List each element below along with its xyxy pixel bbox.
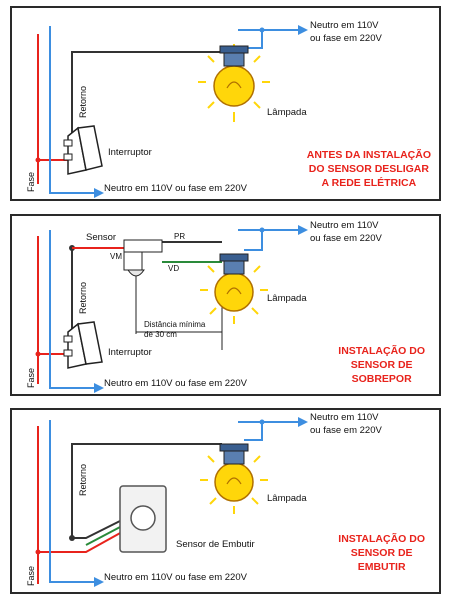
light-switch-icon (63, 321, 103, 369)
wiring-diagram-3 (35, 417, 308, 587)
light-bulb-icon (198, 44, 270, 122)
return-wire-label: Retorno (78, 85, 88, 118)
return-wire-label: Retorno (78, 281, 88, 314)
lamp-label: Lâmpada (267, 493, 307, 504)
lamp-label: Lâmpada (267, 293, 307, 304)
wiring-diagram-2 (35, 225, 308, 393)
phase-wire-label: Fase (26, 171, 36, 192)
sensor-label: Sensor (86, 232, 117, 243)
surface-motion-sensor-icon (123, 239, 163, 334)
pr-wire-label: PR (174, 232, 186, 241)
light-bulb-icon (200, 443, 268, 514)
lamp-label: Lâmpada (267, 107, 307, 118)
light-switch-icon (63, 125, 103, 175)
phase-wire-label: Fase (26, 367, 36, 388)
light-bulb-icon (200, 253, 268, 324)
embedded-sensor-label: Sensor de Embutir (176, 539, 255, 550)
switch-label: Interruptor (108, 347, 152, 358)
phase-wire-label: Fase (26, 565, 36, 586)
vd-wire-label: VD (168, 264, 180, 273)
neutral-wire-label-bottom: Neutro em 110V ou fase em 220V (104, 378, 247, 389)
vm-wire-label: VM (110, 252, 122, 261)
neutral-wire-label-bottom: Neutro em 110V ou fase em 220V (104, 183, 247, 194)
neutral-wire-label-bottom: Neutro em 110V ou fase em 220V (104, 572, 247, 583)
embedded-motion-sensor-icon (119, 485, 167, 553)
return-wire-label: Retorno (78, 463, 88, 496)
switch-label: Interruptor (108, 147, 152, 158)
wiring-diagram-1 (35, 25, 308, 198)
